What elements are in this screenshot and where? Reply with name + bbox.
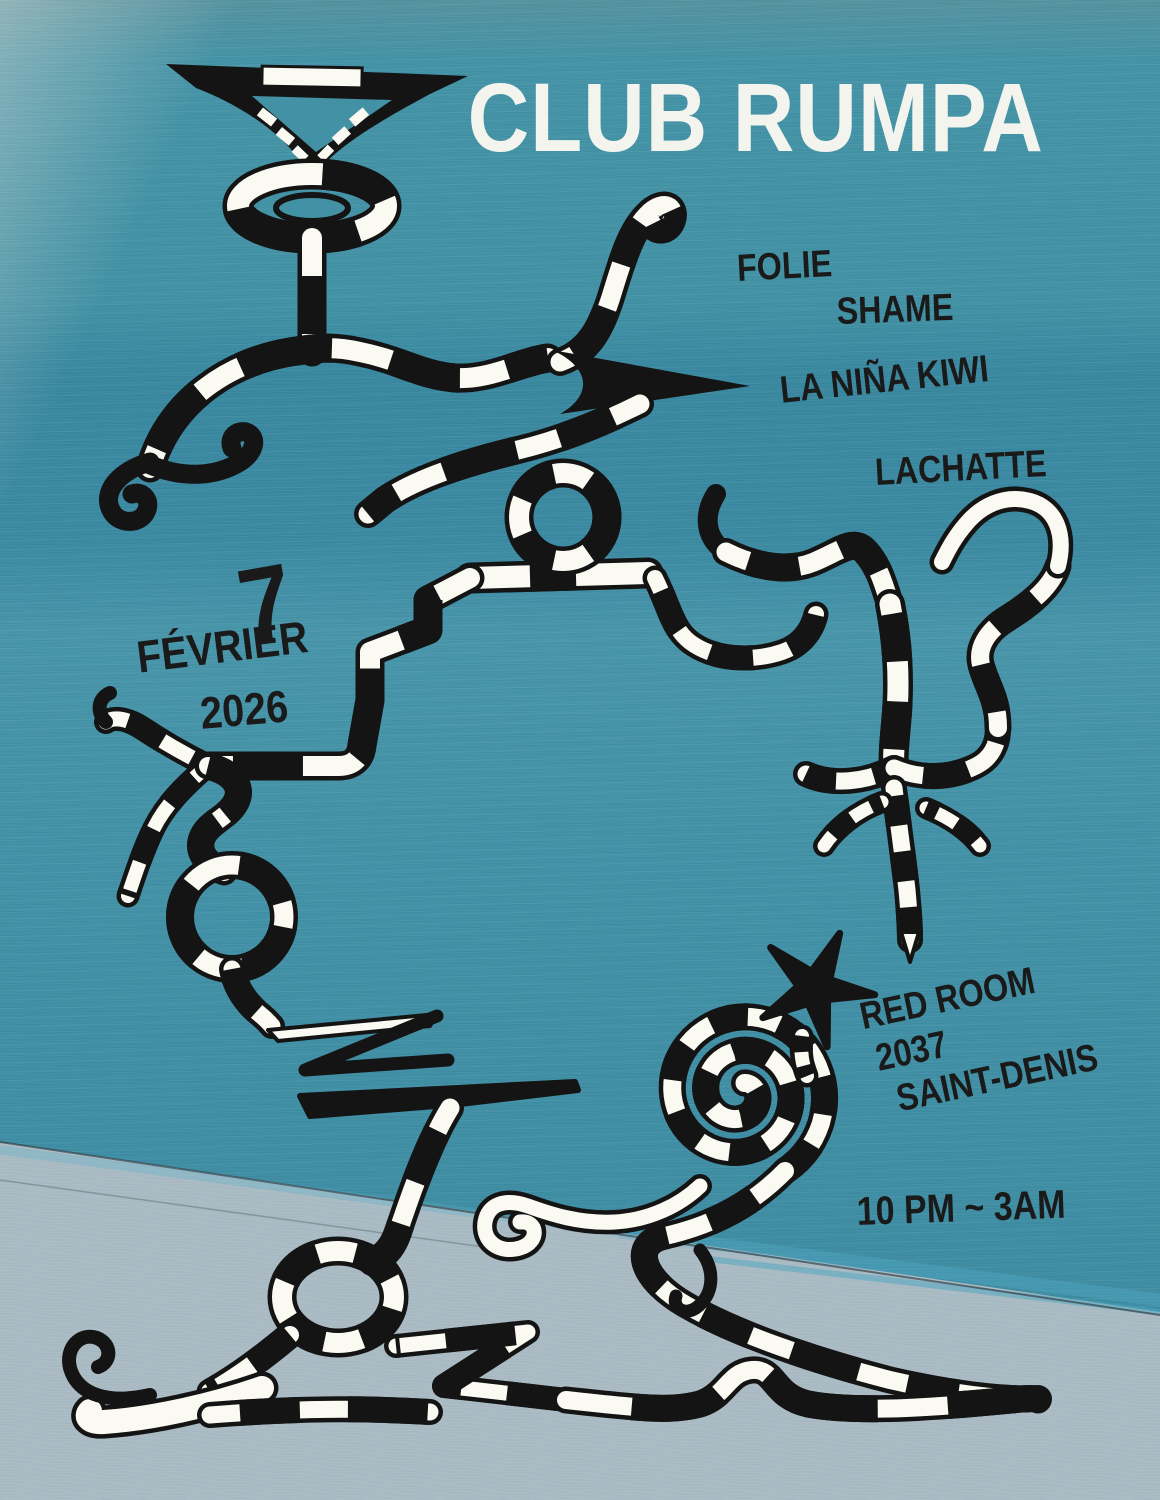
toe-curl-icon — [62, 1329, 157, 1406]
ski-foot-icon — [62, 1329, 279, 1439]
poster-title: CLUB RUMPA — [467, 63, 1044, 172]
staircase-tube — [193, 563, 829, 781]
claw-hook-icon — [668, 1243, 718, 1318]
moustache-curl-icon — [99, 422, 264, 531]
wave-tube — [135, 333, 563, 483]
starfish-icon — [759, 929, 879, 1051]
event-year: 2026 — [198, 680, 291, 739]
shore-tube — [197, 1320, 1052, 1428]
martini-glass-icon — [166, 64, 468, 367]
trident-tail-icon — [813, 775, 991, 964]
squiggle-2-icon — [472, 1174, 712, 1262]
skier-ring-icon — [196, 1236, 409, 1406]
loop-tube — [166, 752, 298, 1039]
lineup-artist-lachatte: LACHATTE — [874, 443, 1048, 494]
lifebuoy-ring-icon — [454, 458, 664, 594]
sea-creature-icon — [697, 484, 1074, 795]
lineup-artist-folie: FOLIE — [736, 243, 834, 290]
hook-curl-icon — [546, 191, 687, 376]
lineup-artist-shame: SHAME — [836, 286, 955, 333]
branch-tube — [92, 686, 220, 908]
event-time: 10 PM ~ 3AM — [856, 1182, 1067, 1234]
arrow-wedge-icon — [354, 350, 750, 528]
